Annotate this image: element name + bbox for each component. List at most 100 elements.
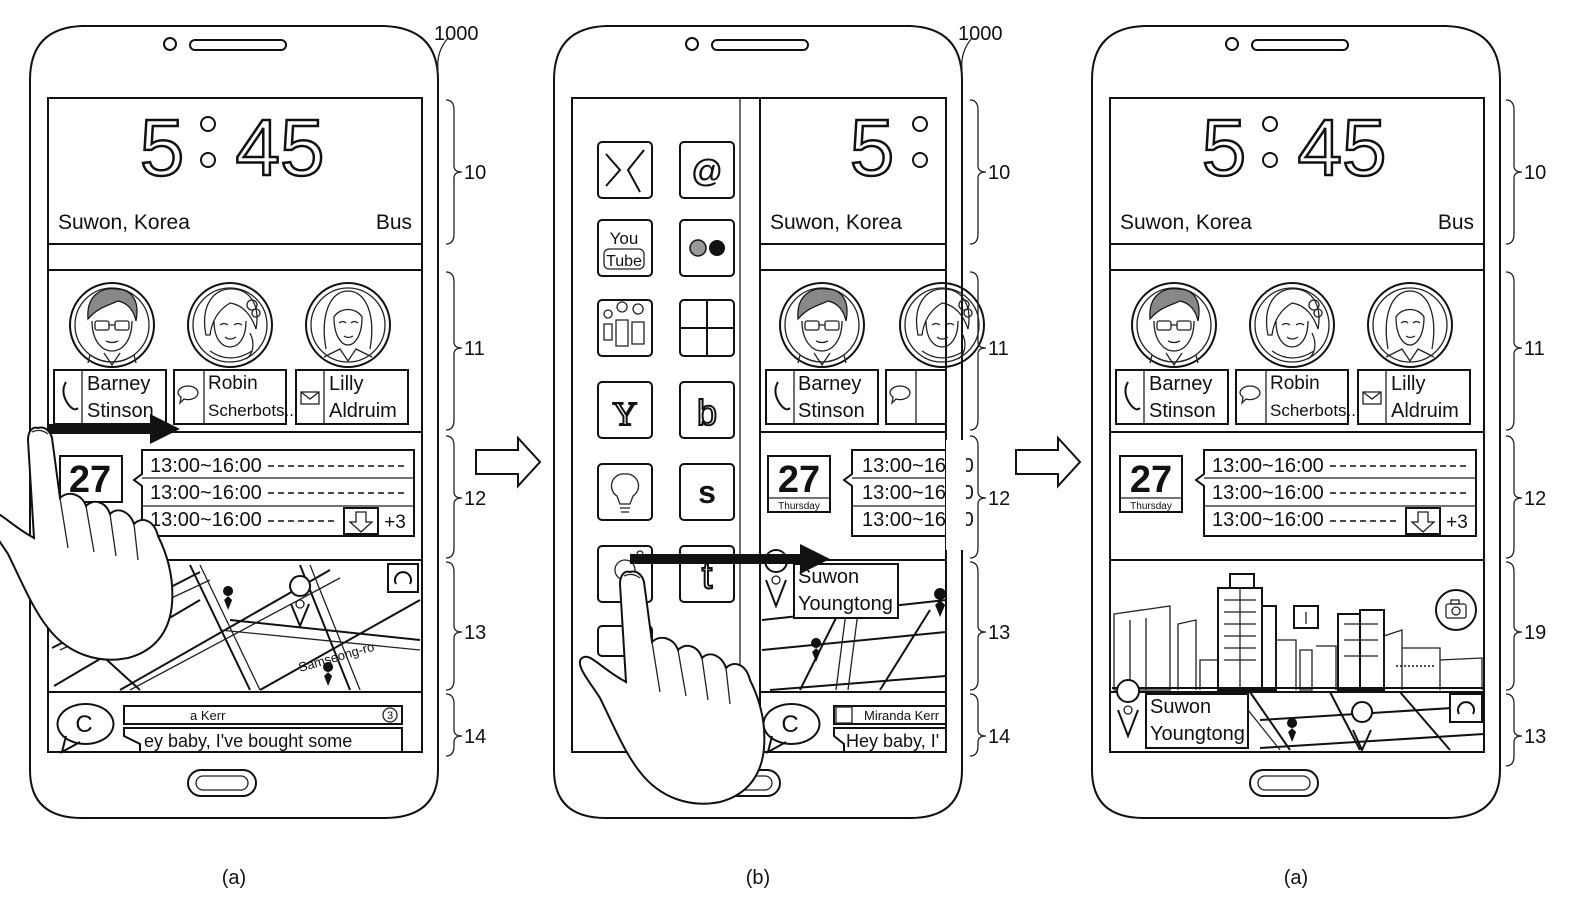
app-glyph: You [610, 229, 639, 248]
clock-hours: 5 [850, 103, 895, 192]
skype-icon[interactable] [679, 463, 735, 521]
avatar[interactable] [1131, 282, 1217, 368]
clock-location: Suwon, Korea [58, 211, 190, 234]
contact-name: Lilly [1391, 373, 1425, 395]
ref-label: 1000 [958, 23, 1003, 45]
street-label: Samseong-ro [297, 639, 376, 675]
home-button[interactable] [187, 769, 257, 797]
avatar[interactable] [1249, 282, 1335, 368]
calendar-day: 27 [778, 459, 820, 501]
message-widget[interactable]: C a Kerr 3 ey baby, I've bought some [56, 703, 403, 754]
camera-widget[interactable] [1112, 573, 1484, 691]
calendar-widget[interactable]: 27 13:00~16:00 13:00~16:00 13:00~16:00 +… [59, 449, 415, 537]
place-name: Suwon [798, 566, 859, 588]
avatar[interactable] [305, 282, 391, 368]
phone-icon [774, 381, 791, 411]
more-events-count[interactable]: +3 [384, 512, 406, 533]
ref-label: 13 [1524, 726, 1546, 748]
avatar[interactable] [69, 282, 155, 368]
contact-card[interactable] [295, 369, 409, 425]
contact-name: Barney [798, 373, 861, 395]
refresh-icon [394, 571, 412, 585]
calendar-event[interactable]: 13:00~16:00 [1212, 455, 1324, 477]
flickr-icon[interactable] [679, 219, 735, 277]
map-pin-icon [223, 586, 234, 610]
email-icon[interactable] [679, 141, 735, 199]
app-glyph: s [698, 474, 716, 510]
contact-card[interactable] [1235, 369, 1349, 425]
app-drawer[interactable]: @ You Tube Y b s t [597, 98, 761, 752]
lightbulb-icon[interactable] [597, 463, 653, 521]
calendar-event[interactable]: 13:00~16:00 [150, 509, 262, 531]
reference-brackets [1505, 99, 1523, 767]
refresh-icon [1457, 701, 1475, 715]
youtube-icon[interactable] [597, 219, 653, 277]
contact-card[interactable] [1115, 369, 1229, 425]
calendar-day: 27 [1130, 459, 1172, 501]
map-pin-icon [289, 575, 312, 629]
place-name: Youngtong [798, 593, 893, 615]
contact-name: Lilly [329, 373, 363, 395]
message-sender: a Kerr [190, 708, 226, 723]
contact-card[interactable] [53, 369, 167, 425]
ref-label: 14 [464, 726, 486, 748]
clock-location: Suwon, Korea [1120, 211, 1252, 234]
down-arrow-icon [1410, 511, 1436, 533]
calendar-event[interactable]: 13:00~16:00 [150, 482, 262, 504]
home-panel-shifted: 5 Suwon, Korea Barney Stinson 27 Thursda… [760, 102, 985, 754]
chaton-letter: C [75, 711, 92, 738]
refresh-button[interactable] [387, 563, 419, 593]
ref-label: 13 [464, 622, 486, 644]
ref-label: 14 [988, 726, 1010, 748]
calendar-event: 13:00~16:00 [862, 455, 974, 477]
ref-label: 10 [1524, 162, 1546, 184]
app-glyph: @ [691, 153, 723, 189]
ref-label: 12 [464, 488, 486, 510]
clock-widget[interactable]: 5 45 Suwon, Korea Bus [58, 102, 412, 234]
calendar-event[interactable]: 13:00~16:00 [1212, 482, 1324, 504]
app-glyph: b [697, 392, 717, 433]
contact-name: Barney [87, 373, 150, 395]
avatar[interactable] [187, 282, 273, 368]
clock-transport: Bus [1438, 211, 1474, 234]
calendar-event[interactable]: 13:00~16:00 [1212, 509, 1324, 531]
contact-name: Barney [1149, 373, 1212, 395]
contact-card[interactable] [173, 369, 287, 425]
home-button[interactable] [1249, 769, 1319, 797]
caption: (a) [1284, 867, 1308, 889]
speaker-slot [189, 39, 287, 51]
contact-name: Robin [1270, 373, 1320, 394]
yahoo-icon[interactable] [597, 381, 653, 439]
calendar-event: 13:00~16:00 [862, 509, 974, 531]
contact-surname: Aldruim [1391, 400, 1459, 422]
contact-surname: Scherbots.. [208, 401, 294, 420]
phone-c: 5 45 Suwon, Korea Bus Barney Stinson Rob… [1091, 25, 1546, 889]
clock-minutes: 45 [1298, 103, 1387, 192]
ref-label: 11 [1524, 338, 1545, 360]
beats-icon[interactable] [679, 381, 735, 439]
phone-body [1091, 25, 1501, 819]
calendar-widget[interactable]: 27 Thursday 13:00~16:00 13:00~16:00 13:0… [1119, 449, 1477, 537]
speaker-slot [1251, 39, 1349, 51]
ref-label: 13 [988, 622, 1010, 644]
contacts-widget[interactable]: Barney Stinson Robin Scherbots.. Lilly A… [53, 282, 409, 425]
ref-label: 19 [1524, 622, 1546, 644]
avatar[interactable] [1367, 282, 1453, 368]
clock-widget[interactable]: 5 45 Suwon, Korea Bus [1120, 102, 1474, 234]
camera-button[interactable] [1435, 589, 1477, 631]
contacts-widget[interactable]: Barney Stinson Robin Scherbots.. Lilly A… [1115, 282, 1471, 425]
down-arrow-icon [348, 511, 374, 533]
contact-surname: Scherbots.. [1270, 401, 1356, 420]
app-glyph: Y [613, 396, 638, 433]
calendar-weekday: Thursday [1130, 501, 1172, 512]
map-widget[interactable]: Suwon Youngtong [1116, 679, 1485, 753]
refresh-button[interactable] [1449, 693, 1483, 723]
message-sender: Miranda Kerr [864, 708, 940, 723]
more-events-count[interactable]: +3 [1446, 512, 1468, 533]
message-preview: Hey baby, I' [846, 731, 939, 751]
calendar-event[interactable]: 13:00~16:00 [150, 455, 262, 477]
avatar [899, 282, 985, 368]
camera-icon [1445, 599, 1467, 619]
phone-b: @ You Tube Y b s t 5 Suwon, Korea [553, 23, 1010, 889]
contact-card[interactable] [1357, 369, 1471, 425]
